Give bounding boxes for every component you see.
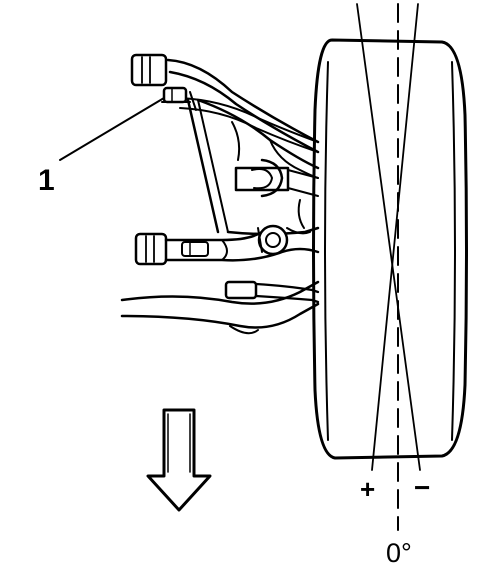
toe-zero-label: 0° [386, 538, 412, 568]
lower-control-arm [164, 230, 320, 262]
callout-leader-line [59, 97, 165, 161]
middle-arm-bushing [234, 158, 319, 198]
direction-arrow-icon [146, 408, 212, 512]
upper-bushing [130, 53, 168, 87]
lower-bushing [134, 232, 168, 266]
lower-ball-joint [257, 224, 311, 256]
wheel-tire [312, 38, 468, 460]
callout-label-1: 1 [38, 164, 55, 197]
subframe-lines [120, 280, 320, 335]
toe-negative-label: − [414, 472, 431, 503]
adjustment-bolt [161, 86, 197, 111]
toe-link [224, 280, 320, 304]
toe-positive-label: + [360, 474, 376, 504]
toe-reference-lines [356, 3, 421, 531]
